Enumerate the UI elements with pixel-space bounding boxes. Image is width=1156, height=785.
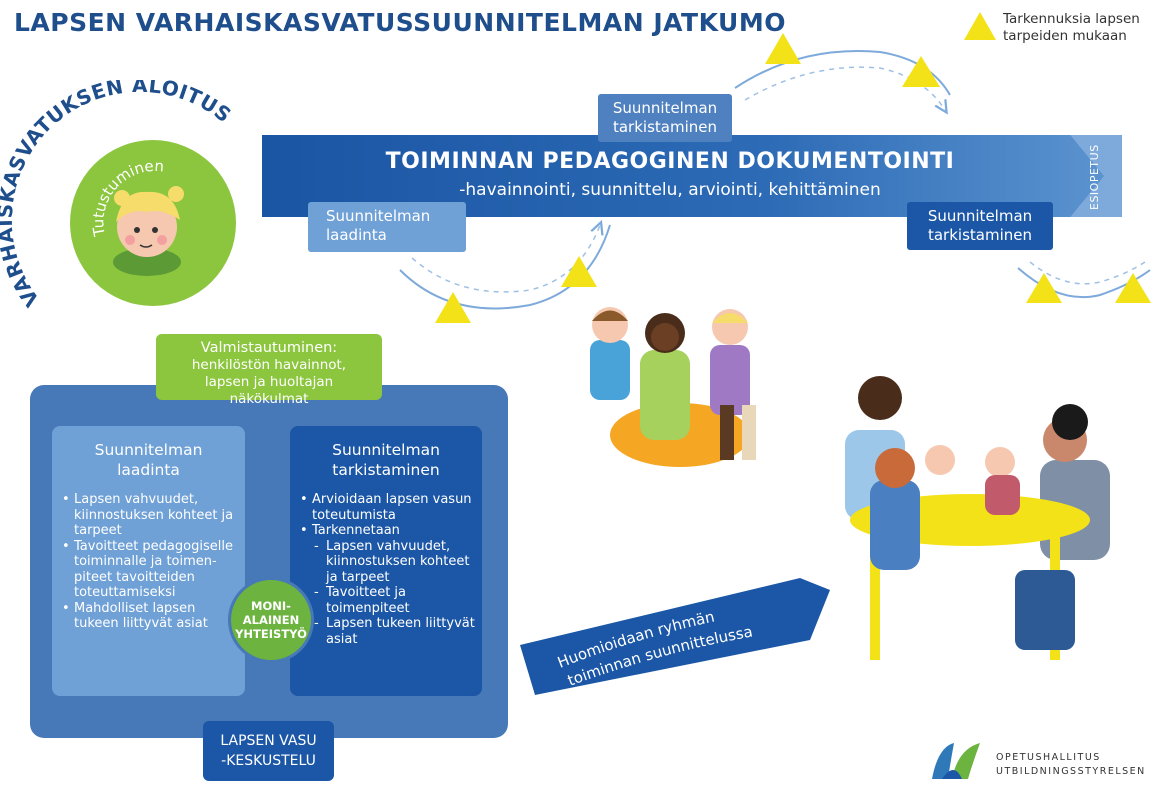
band-subtitle: -havainnointi, suunnittelu, arviointi, k… (459, 180, 881, 200)
review-list: Arvioidaan lapsen vasun toteutumistaTark… (290, 492, 482, 647)
multi-line3: YHTEISTYÖ (235, 627, 307, 641)
logo-line1: OPETUSHALLITUS (996, 752, 1101, 763)
draft-box-title: Suunnitelman laadinta (94, 441, 203, 479)
top-arc (734, 50, 951, 96)
draft-box: Suunnitelman laadinta Lapsen vahvuudet, … (52, 426, 245, 696)
band-title: TOIMINNAN PEDAGOGINEN DOKUMENTOINTI (385, 149, 955, 174)
triangle-icon (1026, 273, 1062, 303)
logo-line2: UTBILDNINGSSTYRELSEN (996, 766, 1146, 777)
review-box: Suunnitelman tarkistaminen Arvioidaan la… (290, 426, 482, 696)
children-illustration (590, 307, 756, 467)
list-item: Lapsen vahvuudet, kiinnostuksen kohteet … (62, 492, 239, 539)
preparation-title: Valmistautuminen: (200, 340, 338, 356)
legend-triangle-icon (964, 12, 996, 40)
vasu-line1: LAPSEN VASU (220, 733, 317, 749)
opetushallitus-logo-icon (932, 743, 980, 779)
esiopetus-label: ESIOPETUS (1088, 144, 1101, 210)
triangle-icon (1115, 273, 1151, 303)
bottom-arc (399, 224, 611, 310)
triangle-icon (902, 56, 940, 87)
preparation-text: henkilöstön havainnot, lapsen ja huoltaj… (191, 357, 347, 407)
preparation-box-overlay: Valmistautuminen: henkilöstön havainnot,… (156, 334, 382, 407)
child-illustration (113, 186, 184, 276)
multi-line1: MONI- (251, 599, 291, 613)
legend-label: Tarkennuksia lapsen tarpeiden mukaan (1003, 11, 1140, 44)
draft-list: Lapsen vahvuudet, kiinnostuksen kohteet … (52, 492, 245, 632)
review-box-title: Suunnitelman tarkistaminen (332, 441, 440, 479)
triangle-icon (435, 292, 471, 323)
list-item: Mahdolliset lapsen tukeen liittyvät asia… (62, 601, 239, 632)
list-item: Tavoitteet pedagogiselle toiminnalle ja … (62, 539, 239, 601)
triangle-icon (765, 33, 801, 64)
list-item: Tarkennetaan (300, 523, 476, 539)
list-item: Lapsen vahvuudet, kiinnostuksen kohteet … (312, 539, 476, 586)
tag-left-draft: Suunnitelman laadinta (308, 202, 466, 252)
list-item: Arvioidaan lapsen vasun toteutumista (300, 492, 476, 523)
multi-line2: ALAINEN (242, 613, 300, 627)
logo-text: OPETUSHALLITUS UTBILDNINGSSTYRELSEN (996, 751, 1146, 779)
group-planning-arrow: Huomioidaan ryhmän toiminnan suunnittelu… (520, 578, 830, 695)
list-item: Lapsen tukeen liittyvät asiat (312, 616, 476, 647)
triangle-icon (561, 256, 597, 287)
tag-top-review: Suunnitelman tarkistaminen (598, 94, 732, 142)
tag-right-review: Suunnitelman tarkistaminen (907, 202, 1053, 250)
page-title: LAPSEN VARHAISKASVATUSSUUNNITELMAN JATKU… (14, 8, 786, 37)
list-item: Tavoitteet ja toimenpiteet (312, 585, 476, 616)
group-table-illustration (845, 376, 1110, 660)
vasu-discussion-box: LAPSEN VASU -KESKUSTELU (203, 721, 334, 781)
vasu-line2: -KESKUSTELU (221, 753, 316, 769)
